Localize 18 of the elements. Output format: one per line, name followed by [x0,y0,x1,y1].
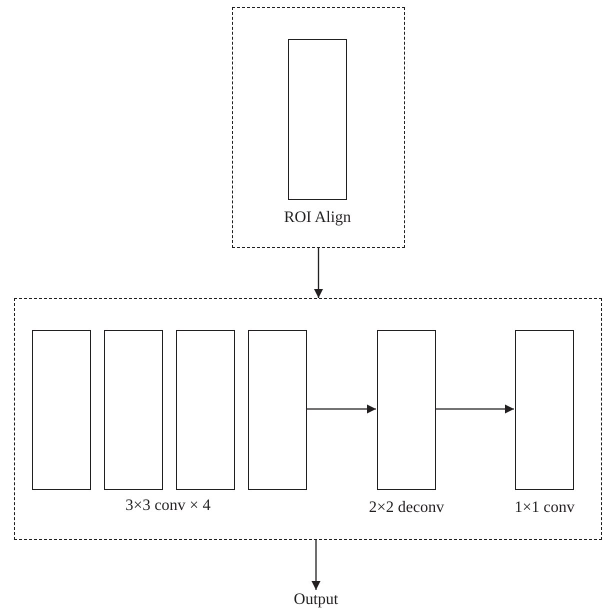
layer-block [104,330,163,490]
output-text: Output [276,590,356,610]
layer-block [377,330,436,490]
dashed-frame [14,298,602,540]
layer-block [176,330,235,490]
layer-block [515,330,574,490]
arrow [306,404,376,414]
arrow [312,540,320,590]
arrow [435,404,514,414]
layer-label: 1×1 conv [513,500,576,516]
arrow [314,248,323,298]
layer-label: 2×2 deconv [368,500,446,516]
dashed-frame [232,7,405,248]
layer-block [288,39,347,200]
layer-label: 3×3 conv × 4 [124,498,212,514]
layer-block [248,330,307,490]
layer-label: ROI Align [282,210,352,226]
layer-block [32,330,91,490]
